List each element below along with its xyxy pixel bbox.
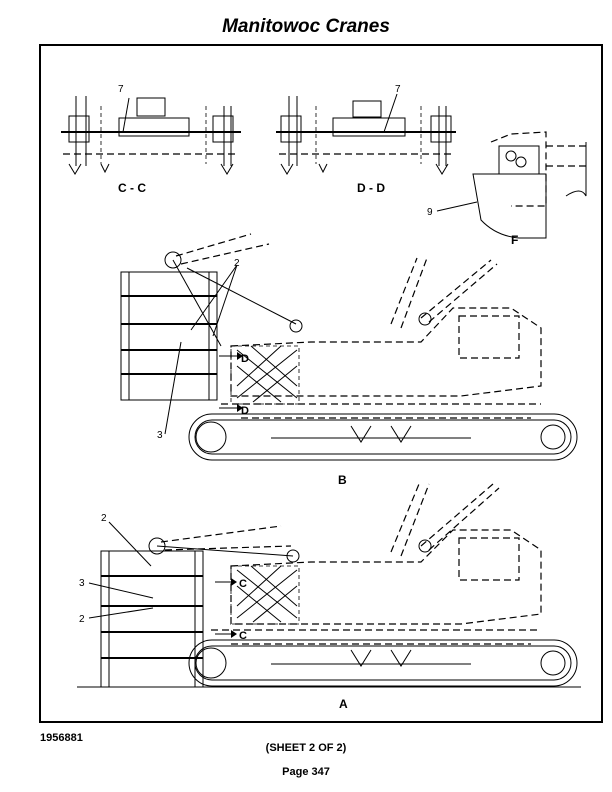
view-a-label: A: [339, 697, 348, 711]
view-cc-label: C - C: [118, 181, 146, 195]
view-dd-callout: 7: [395, 84, 401, 95]
view-b-section-mark-lower: D: [241, 405, 249, 417]
view-f-drawing: [436, 131, 587, 239]
view-cc-callout: 7: [118, 84, 124, 95]
sheet-indicator: (SHEET 2 OF 2): [265, 742, 347, 754]
drawing-frame: 7 C - C 7 D - D: [39, 44, 603, 723]
document-number: 1956881: [40, 732, 83, 744]
view-a-callout-3: 3: [79, 578, 85, 589]
view-b-section-mark-upper: D: [241, 353, 249, 365]
page-number: Page 347: [282, 766, 330, 778]
view-b-drawing: [120, 233, 578, 461]
view-b-label: B: [338, 473, 347, 487]
view-b-callout-2: 2: [234, 258, 240, 269]
view-b-callout-3: 3: [157, 430, 163, 441]
technical-drawing: 7 C - C 7 D - D: [61, 84, 587, 711]
view-a-section-mark-lower: C: [239, 630, 247, 642]
view-cc-drawing: [61, 96, 241, 175]
page-title: Manitowoc Cranes: [222, 16, 390, 37]
view-a-callout-2-bottom: 2: [79, 614, 85, 625]
view-a-drawing: [77, 483, 581, 688]
view-dd-drawing: [276, 93, 456, 175]
view-dd-label: D - D: [357, 181, 385, 195]
view-a-callout-2-top: 2: [101, 513, 107, 524]
view-a-section-mark-upper: C: [239, 578, 247, 590]
view-f-label: F: [511, 233, 518, 247]
view-f-callout: 9: [427, 207, 433, 218]
